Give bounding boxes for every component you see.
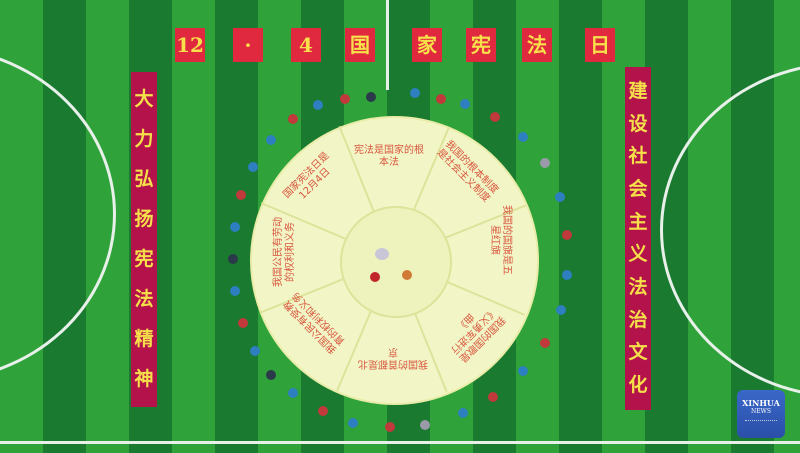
person [228, 254, 238, 264]
person [230, 222, 240, 232]
banner-char: 会 [628, 177, 648, 200]
wheel-segment-text: 我国的国旗是五星红旗 [489, 205, 512, 275]
banner-char: 主 [628, 210, 648, 233]
penalty-arc-left [0, 46, 116, 382]
wheel-segment-text: 宪法是国家的根本法 [354, 145, 424, 168]
person [490, 112, 500, 122]
person [230, 286, 240, 296]
banner-char: 力 [134, 128, 154, 151]
banner-char: 宪 [134, 247, 154, 270]
banner-char: 文 [628, 341, 648, 364]
person [348, 418, 358, 428]
person [366, 92, 376, 102]
banner-char: 精 [134, 327, 154, 350]
person [288, 388, 298, 398]
title-tile: 法 [522, 28, 552, 62]
xinhua-news-logo: XINHUA NEWS [737, 390, 785, 438]
title-tile: 国 [345, 28, 375, 62]
person [518, 366, 528, 376]
person [313, 100, 323, 110]
wheel-hub [340, 206, 452, 318]
person [556, 305, 566, 315]
banner-char: 神 [134, 367, 154, 390]
penalty-arc-right [660, 62, 800, 398]
banner-char: 治 [628, 308, 648, 331]
person [562, 230, 572, 240]
title-tile: 日 [585, 28, 615, 62]
network-graphic-icon [745, 420, 777, 433]
banner-char: 社 [628, 145, 648, 168]
banner-char: 大 [134, 88, 154, 111]
banner-char: 法 [134, 287, 154, 310]
person [555, 192, 565, 202]
person [318, 406, 328, 416]
person [266, 370, 276, 380]
person [266, 135, 276, 145]
logo-text: XINHUA [742, 398, 780, 408]
title-tile: 宪 [466, 28, 496, 62]
center-figures [375, 248, 389, 260]
wheel-segment-text: 我国的首都是北京 [358, 346, 428, 369]
logo-subtext: NEWS [751, 408, 771, 415]
person [488, 392, 498, 402]
banner-char: 弘 [134, 168, 154, 191]
halfway-line [386, 0, 389, 90]
person [340, 94, 350, 104]
person [518, 132, 528, 142]
title-tile: · [233, 28, 263, 62]
person [385, 422, 395, 432]
banner-char: 义 [628, 243, 648, 266]
banner-char: 化 [628, 374, 648, 397]
banner-char: 建 [628, 79, 648, 102]
left-banner: 大 力 弘 扬 宪 法 精 神 [131, 72, 157, 407]
wheel-segment-text: 我国公民有劳动的权利和义务 [273, 217, 296, 287]
right-banner: 建 设 社 会 主 义 法 治 文 化 [625, 67, 651, 410]
person [420, 420, 430, 430]
person [236, 190, 246, 200]
title-tile: 家 [412, 28, 442, 62]
person [248, 162, 258, 172]
person [402, 270, 412, 280]
person [460, 99, 470, 109]
person [436, 94, 446, 104]
title-tile: 12 [175, 28, 205, 62]
banner-char: 法 [628, 275, 648, 298]
title-tiles: 12 · 4 国 家 宪 法 日 [170, 28, 630, 64]
banner-char: 设 [628, 112, 648, 135]
person [540, 158, 550, 168]
person [250, 346, 260, 356]
person [238, 318, 248, 328]
person [458, 408, 468, 418]
title-tile: 4 [291, 28, 321, 62]
person [540, 338, 550, 348]
person [562, 270, 572, 280]
person [370, 272, 380, 282]
person [410, 88, 420, 98]
banner-char: 扬 [134, 208, 154, 231]
touch-line [0, 441, 800, 444]
person [288, 114, 298, 124]
